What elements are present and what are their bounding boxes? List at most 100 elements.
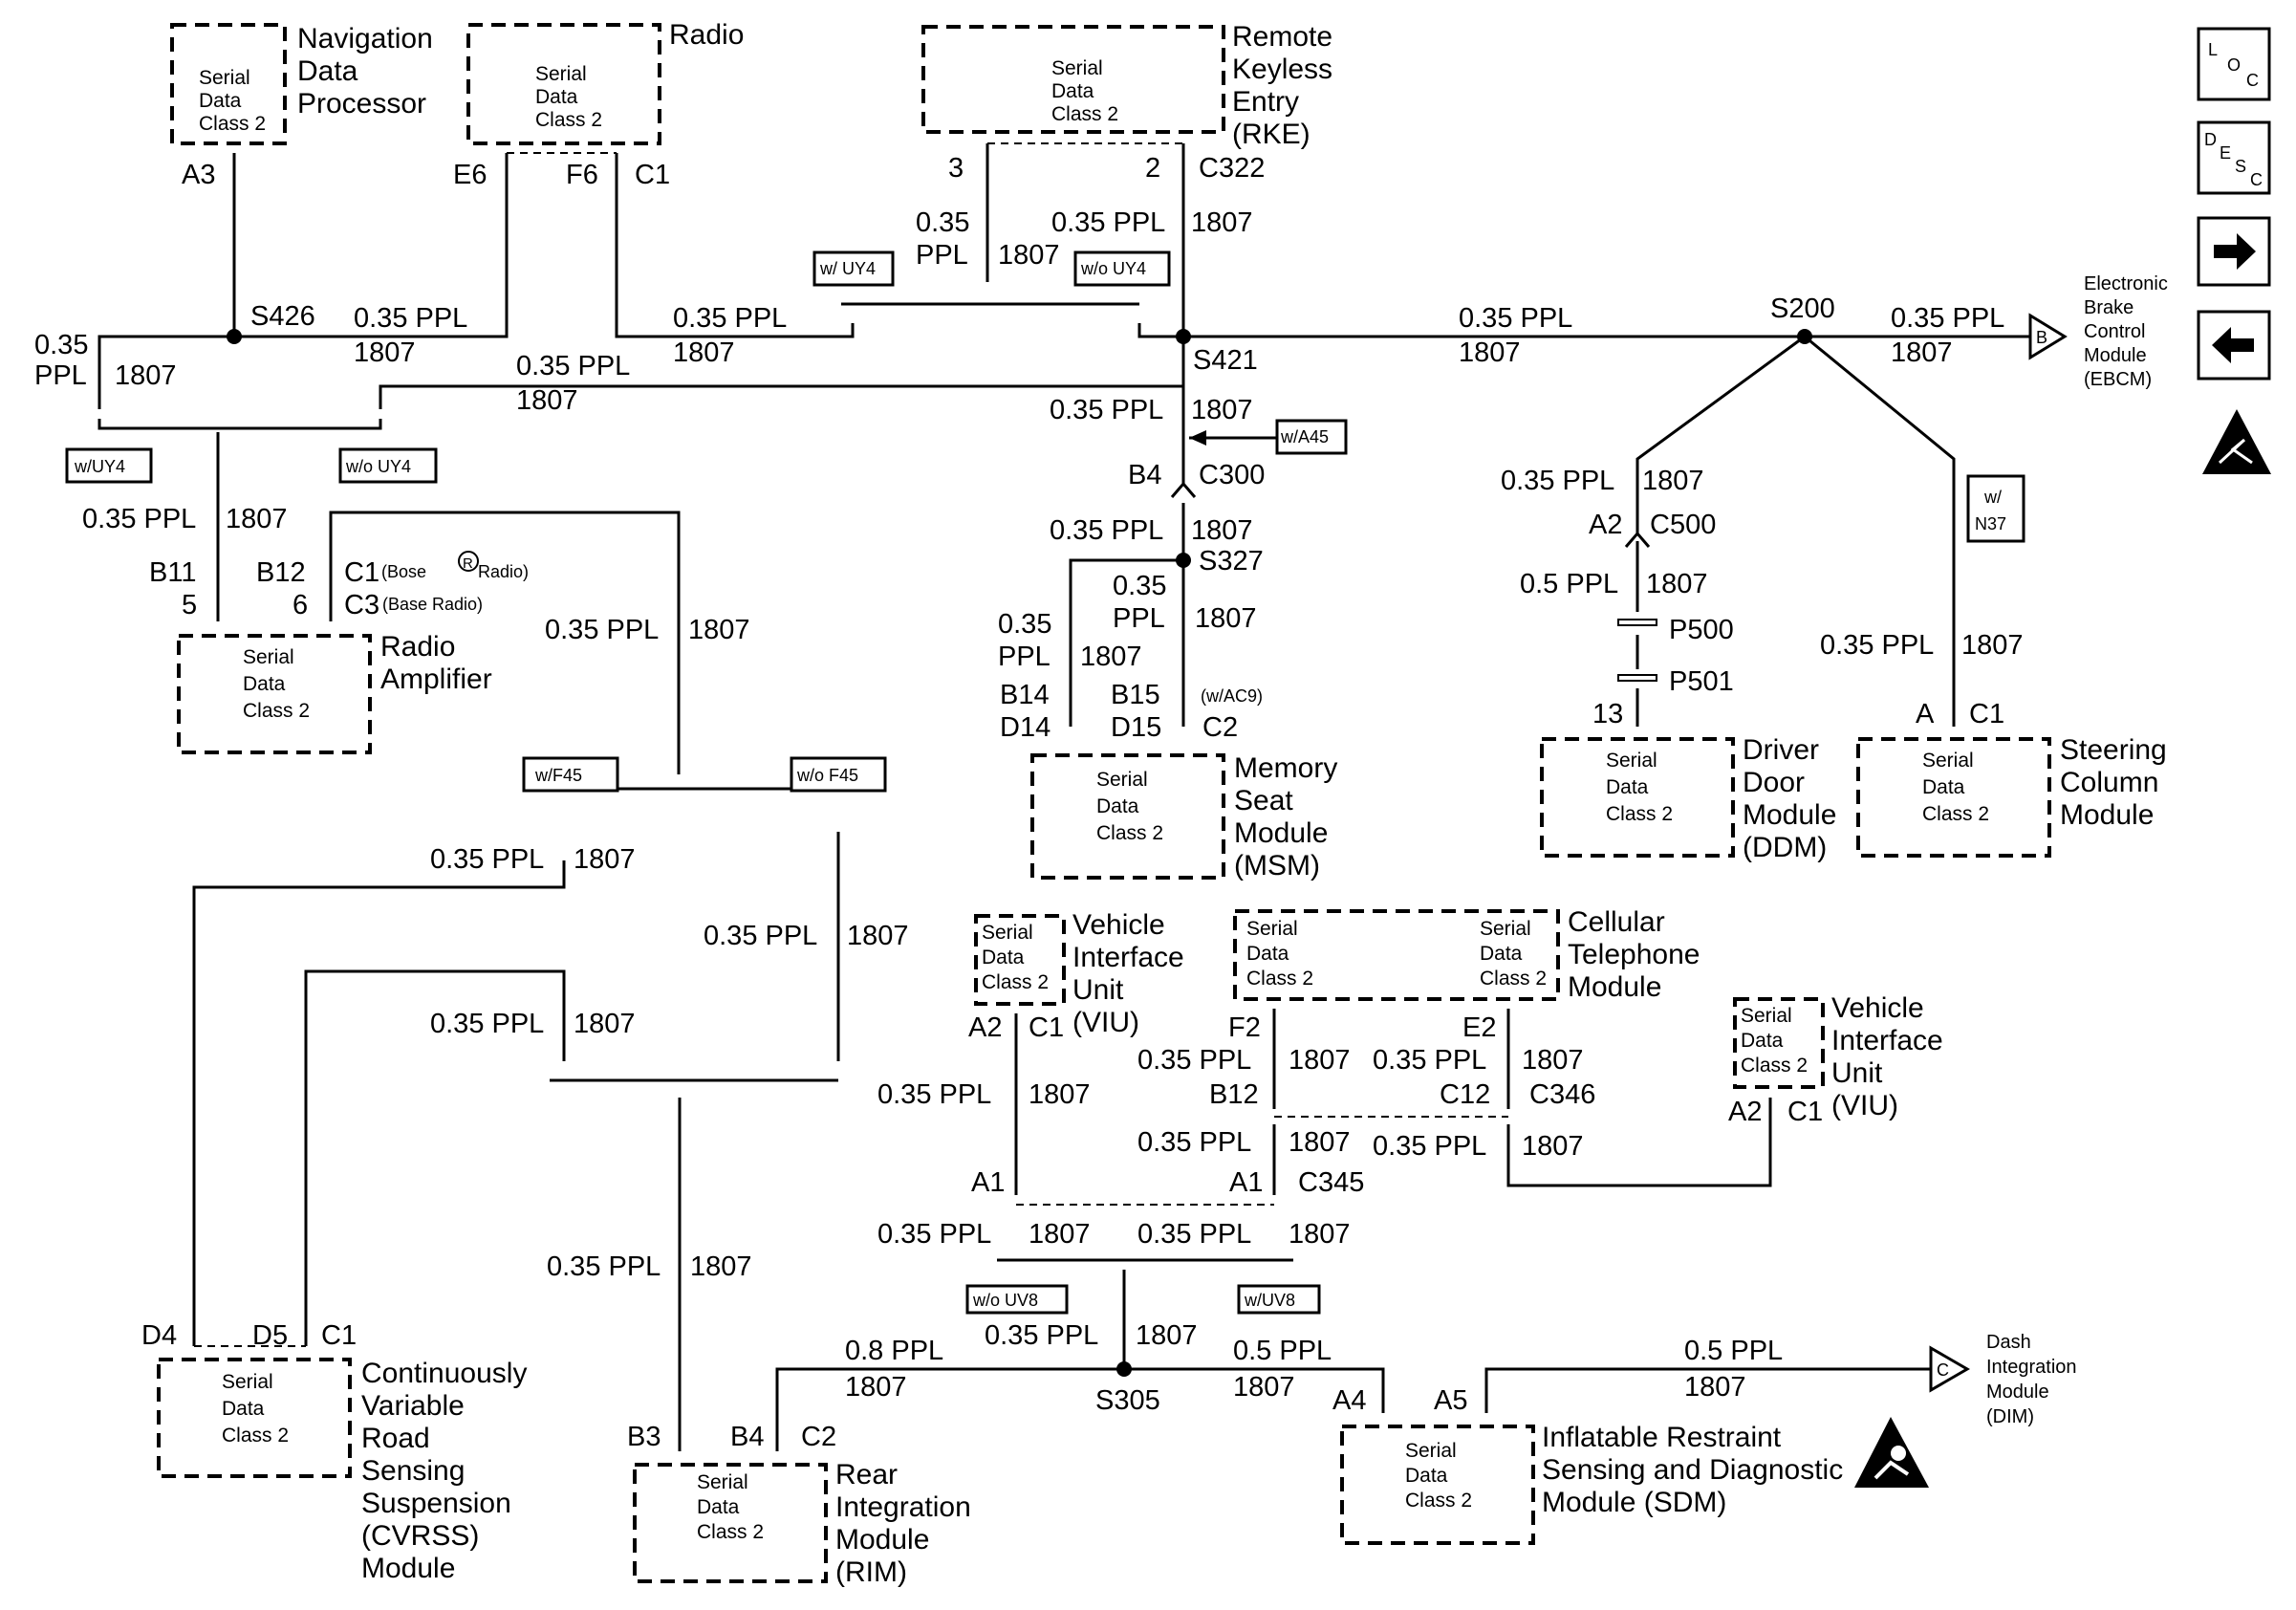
amp-name-2: Amplifier [380, 664, 492, 695]
ndp-name-3: Processor [297, 88, 426, 120]
wo-uy4-top-label: w/o UY4 [1080, 259, 1146, 278]
serial-line3: Class 2 [222, 1425, 289, 1447]
pin-13: 13 [1592, 699, 1623, 729]
wo-uy4-top-box [1073, 250, 1171, 287]
serial-line3: Class 2 [1480, 968, 1547, 990]
conn-c300: C300 [1199, 460, 1265, 490]
splice-s421: S421 [1193, 345, 1258, 376]
rim-name-3: Module [835, 1524, 929, 1556]
amp-b12-wire [329, 511, 681, 774]
viu2-wire [1506, 1098, 1772, 1187]
s327-b14-wire [1069, 558, 1183, 727]
serial-line1: Serial [1922, 750, 1974, 772]
p501-symbol [1617, 674, 1657, 682]
w-a45-box [1275, 419, 1348, 455]
registered-mark: R [463, 555, 473, 572]
serial-line2: Data [1051, 80, 1094, 102]
rim-serial: Serial Data Class 2 [697, 1471, 764, 1543]
wire-gauge-p500: 0.5 PPL [1520, 569, 1618, 599]
pin-c1-radio: C1 [635, 160, 670, 190]
wire-circuit-f2: 1807 [1289, 1045, 1351, 1076]
s200-ddm-branch [1635, 335, 1806, 533]
loc-icon[interactable]: L O C [2197, 27, 2271, 101]
w-uy4-top-label: w/ UY4 [819, 259, 876, 278]
conn-p500: P500 [1669, 615, 1734, 645]
registered-circle [458, 551, 479, 572]
scm-name-2: Column [2060, 767, 2158, 798]
module-boxes [157, 23, 2051, 1583]
pin-a3: A3 [182, 160, 215, 190]
viu1-name-2: Interface [1072, 942, 1184, 973]
bose-radio-note: Radio) [478, 562, 529, 581]
conn-c322: C322 [1199, 153, 1265, 184]
serial-line1: Serial [1741, 1005, 1792, 1027]
scm-name-1: Steering [2060, 734, 2167, 766]
pin-f6: F6 [566, 160, 598, 190]
base-radio-note: (Base Radio) [382, 595, 483, 614]
serial-line3: Class 2 [1246, 968, 1313, 990]
serial-line1: Serial [1051, 57, 1103, 79]
rke-name-2: Keyless [1232, 54, 1332, 85]
w-uy4-left-label: w/UY4 [74, 457, 125, 476]
viu2-name-3: Unit [1831, 1057, 1883, 1089]
wo-f45-box [790, 756, 887, 793]
serial-line3: Class 2 [243, 700, 310, 722]
w-n37-label-2: N37 [1975, 514, 2006, 533]
sdm-name-1: Inflatable Restraint [1542, 1422, 1782, 1453]
conn-c3: C3 [344, 590, 379, 620]
wire-circuit-b14: 1807 [1080, 642, 1142, 672]
wire-circuit-p500: 1807 [1646, 569, 1708, 599]
arrow-left-icon[interactable] [2197, 310, 2271, 381]
wire-gauge-a1-right: 0.35 PPL [1137, 1219, 1251, 1250]
wire-gauge-amp: 0.35 PPL [82, 504, 196, 534]
scm-serial: Serial Data Class 2 [1922, 750, 1989, 825]
wire-circuit-wo-f45: 1807 [847, 921, 909, 951]
wires [97, 143, 2030, 1451]
wire-gauge-c345: 0.35 PPL [1137, 1127, 1251, 1158]
ctm-name-3: Module [1568, 971, 1661, 1003]
arrow-right-icon[interactable] [2197, 216, 2271, 287]
wire-gauge-a1-left: 0.35 PPL [877, 1219, 991, 1250]
cvrss-serial: Serial Data Class 2 [222, 1371, 289, 1447]
dim-name-2: Integration [1986, 1357, 2077, 1378]
wire-circuit-a1-right: 1807 [1289, 1219, 1351, 1250]
wire-gauge-scm: 0.35 PPL [1820, 630, 1934, 661]
pin-d15: D15 [1111, 712, 1161, 743]
pin-b12: B12 [256, 557, 306, 588]
rke-serial: Serial Data Class 2 [1051, 57, 1118, 125]
cvrss-name-5: Suspension [361, 1488, 511, 1519]
wo-uv8-label: w/o UV8 [972, 1291, 1038, 1310]
desc-icon[interactable]: D E S C [2197, 120, 2271, 195]
pin-a4: A4 [1332, 1385, 1366, 1416]
amp-name-1: Radio [380, 631, 455, 663]
loc-c: C [2246, 71, 2259, 90]
pin-5: 5 [182, 590, 197, 620]
cvrss-box [157, 1358, 352, 1478]
pin-b12-c346: B12 [1209, 1079, 1259, 1110]
wire-gauge-rim-b3: 0.35 PPL [547, 1251, 661, 1282]
wire-circuit-viu1: 1807 [1029, 1079, 1091, 1110]
ebcm-name-5: (EBCM) [2084, 369, 2152, 390]
pin-a2-viu1: A2 [968, 1012, 1002, 1043]
wire-circuit-amp: 1807 [226, 504, 288, 534]
pin-b14: B14 [1000, 680, 1050, 710]
serial-line3: Class 2 [1741, 1055, 1808, 1077]
serial-line2: Data [982, 946, 1025, 968]
cvrss-name-6: (CVRSS) [361, 1520, 479, 1552]
serial-line3: Class 2 [1096, 822, 1163, 844]
conn-c346: C346 [1529, 1079, 1595, 1110]
viu2-name-2: Interface [1831, 1025, 1943, 1056]
c500-arrow [1624, 531, 1651, 548]
wire-circuit-b15: 1807 [1195, 603, 1257, 634]
w-n37-box [1966, 474, 2025, 543]
pin-e6: E6 [453, 160, 487, 190]
wo-uy4-left-box [338, 447, 438, 484]
pin-b15: B15 [1111, 680, 1160, 710]
loc-o: O [2227, 55, 2241, 75]
wire-gauge-wo-uy4: 0.35 PPL [516, 351, 630, 381]
conn-c1-viu2: C1 [1787, 1097, 1823, 1127]
wire-circuit-scm: 1807 [1961, 630, 2024, 661]
wo-uv8-box [965, 1284, 1069, 1315]
msm-name-1: Memory [1234, 752, 1337, 784]
pin-f2: F2 [1228, 1012, 1261, 1043]
